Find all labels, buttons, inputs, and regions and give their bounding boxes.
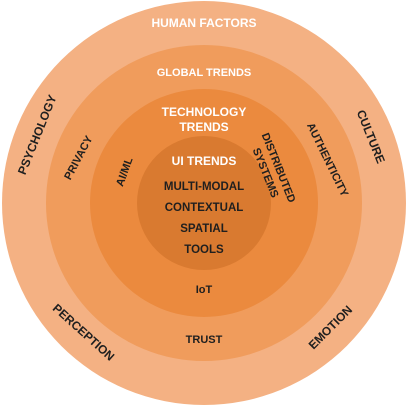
- core-item-multi-modal: MULTI-MODAL: [164, 181, 244, 193]
- human-factors-title: HUMAN FACTORS: [151, 16, 256, 30]
- ring-ui-trends: [137, 136, 271, 270]
- iot-label: IoT: [196, 284, 213, 296]
- core-item-tools: TOOLS: [184, 244, 224, 256]
- global-trends-title: GLOBAL TRENDS: [157, 67, 252, 79]
- ui-trends-title: UI TRENDS: [172, 154, 237, 168]
- core-item-spatial: SPATIAL: [180, 223, 228, 235]
- trust-label: TRUST: [186, 334, 223, 346]
- technology-trends-title-line1: TECHNOLOGY: [162, 105, 247, 119]
- technology-trends-title-line2: TRENDS: [179, 120, 228, 134]
- core-item-contextual: CONTEXTUAL: [165, 202, 244, 214]
